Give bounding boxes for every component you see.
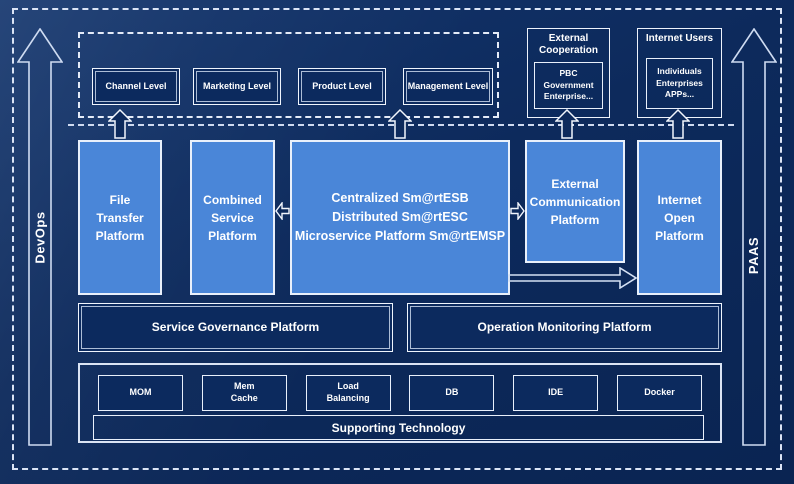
tech-label: DB: [445, 387, 459, 398]
tech-label: Docker: [644, 387, 675, 398]
combined-service-platform-label: Combined Service Platform: [203, 192, 262, 243]
management-level-box: Management Level: [403, 68, 493, 105]
marketing-level-box: Marketing Level: [193, 68, 281, 105]
paas-up-arrow-icon: [731, 28, 777, 446]
up-arrow-icon: [666, 109, 690, 139]
external-cooperation-box: External Cooperation PBC Government Ente…: [527, 28, 610, 118]
internet-users-title: Internet Users: [645, 33, 714, 44]
devops-up-arrow-icon: [17, 28, 63, 446]
levels-dashed-frame: Channel Level Marketing Level Product Le…: [78, 32, 499, 118]
internet-open-platform-box: Internet Open Platform: [637, 140, 722, 295]
marketing-level-label: Marketing Level: [202, 80, 272, 91]
tech-label: Load Balancing: [326, 381, 370, 403]
right-arrow-icon: [510, 202, 525, 220]
supporting-technology-frame: MOM Mem Cache Load Balancing DB IDE Dock…: [78, 363, 722, 443]
tech-box-load-balancing: Load Balancing: [305, 375, 391, 411]
product-level-box: Product Level: [298, 68, 386, 105]
service-governance-platform-label: Service Governance Platform: [151, 320, 320, 334]
internet-open-platform-label: Internet Open Platform: [655, 192, 704, 243]
tech-box-ide: IDE: [513, 375, 599, 411]
combined-service-platform-box: Combined Service Platform: [190, 140, 275, 295]
tech-box-mom: MOM: [98, 375, 183, 411]
operation-monitoring-platform-label: Operation Monitoring Platform: [477, 320, 652, 334]
external-communication-platform-box: External Communication Platform: [525, 140, 625, 263]
up-arrow-icon: [555, 109, 579, 139]
product-level-label: Product Level: [312, 80, 372, 91]
tech-label: Mem Cache: [230, 381, 258, 403]
tech-box-db: DB: [409, 375, 495, 411]
file-transfer-platform-label: File Transfer Platform: [95, 192, 145, 243]
tech-label: IDE: [548, 387, 564, 398]
internet-users-members: Individuals Enterprises APPs...: [646, 58, 713, 109]
internet-users-box: Internet Users Individuals Enterprises A…: [637, 28, 722, 118]
external-cooperation-title: External Cooperation: [539, 33, 598, 56]
tech-label: MOM: [129, 387, 152, 398]
core-esb-platform-label: Centralized Sm@rtESB Distributed Sm@rtES…: [294, 191, 506, 243]
channel-level-box: Channel Level: [92, 68, 180, 105]
external-cooperation-members: PBC Government Enterprise...: [534, 62, 603, 109]
supporting-technology-bar: Supporting Technology: [93, 415, 704, 440]
service-governance-platform-box: Service Governance Platform: [78, 303, 393, 352]
tech-box-docker: Docker: [616, 375, 702, 411]
core-esb-platform-box: Centralized Sm@rtESB Distributed Sm@rtES…: [290, 140, 510, 295]
flow-right-arrow-icon: [508, 267, 638, 289]
left-arrow-icon: [275, 202, 290, 220]
supporting-technology-label: Supporting Technology: [331, 420, 466, 435]
outer-dashed-frame: [12, 8, 782, 470]
external-communication-platform-label: External Communication Platform: [529, 176, 621, 227]
up-arrow-icon: [108, 109, 132, 139]
channel-level-label: Channel Level: [105, 80, 167, 91]
operation-monitoring-platform-box: Operation Monitoring Platform: [407, 303, 722, 352]
management-level-label: Management Level: [407, 80, 489, 91]
file-transfer-platform-box: File Transfer Platform: [78, 140, 162, 295]
up-arrow-icon: [388, 109, 412, 139]
tech-box-mem-cache: Mem Cache: [201, 375, 287, 411]
